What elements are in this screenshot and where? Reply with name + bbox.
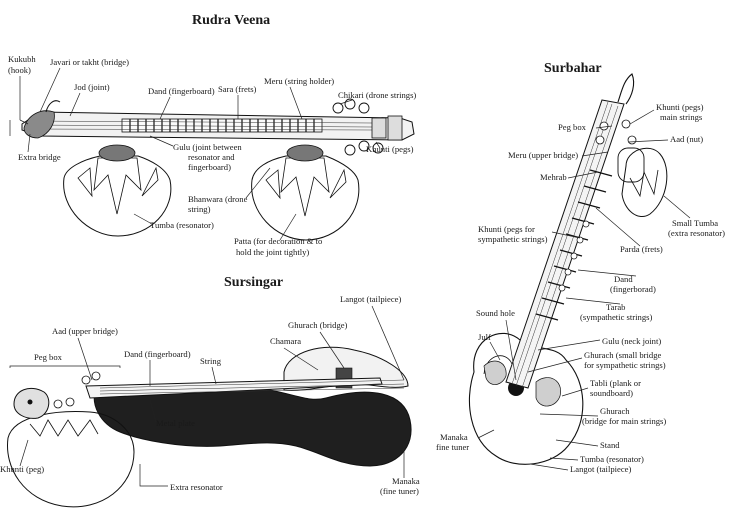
surbahar-mehrab-label: Mehrab — [540, 172, 567, 182]
rudra-left-resonator — [63, 144, 172, 237]
rudra-javari-label: Javari or takht (bridge) — [50, 57, 129, 67]
sursingar-peg-box-label: Peg box — [34, 352, 63, 362]
surbahar-small-tumba-label: Small Tumba — [672, 218, 718, 228]
surbahar: Surbahar — [436, 61, 725, 474]
rudra-veena-title: Rudra Veena — [192, 13, 270, 28]
sursingar-metal-plate-label: Metal plate — [156, 418, 195, 428]
surbahar-leader-lines — [477, 109, 691, 471]
rudra-leader-lines — [9, 67, 381, 241]
sursingar-ghurach-label: Ghurach (bridge) — [288, 320, 348, 330]
sursingar: Sursingar Langot (tailpiece) Ghurac — [0, 275, 420, 508]
rudra-gulu-line3: fingerboard) — [188, 162, 231, 172]
rudra-pegs — [332, 98, 384, 156]
rudra-kukubh-note: (hook) — [8, 65, 31, 75]
sursingar-dand-label: Dand (fingerboard) — [124, 349, 191, 359]
surbahar-aad-label: Aad (nut) — [670, 134, 703, 144]
sursingar-title: Sursingar — [224, 275, 283, 290]
surbahar-manaka-label: Manaka — [440, 432, 468, 442]
rudra-tumba-label: Tumba (resonator) — [150, 220, 214, 230]
surbahar-langot-label: Langot (tailpiece) — [570, 464, 631, 474]
surbahar-neck — [505, 73, 645, 389]
sursingar-manaka-line2: (fine tuner) — [380, 486, 419, 496]
surbahar-small-tumba-line2: (extra resonator) — [668, 228, 725, 238]
rudra-head-ornament — [23, 100, 61, 139]
surbahar-khunti-main-line2: main strings — [660, 112, 703, 122]
surbahar-dand-line2: (fingerborad) — [610, 284, 656, 294]
surbahar-khunti-main-label: Khunti (pegs) — [656, 102, 704, 112]
rudra-bhanwara-line2: string) — [188, 204, 211, 214]
surbahar-tarab-label: Tarab — [606, 302, 625, 312]
surbahar-tabli-label: Tabli (plank or — [590, 378, 641, 388]
sursingar-khunti-label: Khunti (peg) — [0, 464, 44, 474]
rudra-fingerboard — [21, 111, 415, 141]
surbahar-ghurach-main-line2: (bridge for main strings) — [582, 416, 666, 426]
surbahar-khunti-symp-line2: sympathetic strings) — [478, 234, 548, 244]
rudra-right-resonator — [251, 144, 360, 241]
surbahar-ghurach-small-line2: for sympathetic strings) — [584, 360, 666, 370]
sursingar-langot-label: Langot (tailpiece) — [340, 294, 401, 304]
rudra-jod-label: Jod (joint) — [74, 82, 110, 92]
surbahar-khunti-symp-label: Khunti (pegs for — [478, 224, 535, 234]
surbahar-stand-label: Stand — [600, 440, 620, 450]
rudra-extra-bridge-label: Extra bridge — [18, 152, 61, 162]
rudra-dand-label: Dand (fingerboard) — [148, 86, 215, 96]
surbahar-peg-box-label: Peg box — [558, 122, 587, 132]
surbahar-ghurach-small-label: Ghurach (small bridge — [584, 350, 662, 360]
rudra-bhanwara-label: Bhanwara (drone — [188, 194, 248, 204]
rudra-meru-label: Meru (string holder) — [264, 76, 334, 86]
sursingar-leader-lines — [9, 305, 405, 487]
sursingar-aad-label: Aad (upper bridge) — [52, 326, 118, 336]
surbahar-ghurach-main-label: Ghurach — [600, 406, 630, 416]
rudra-kukubh-label: Kukubh — [8, 54, 36, 64]
surbahar-tarab-line2: (sympathetic strings) — [580, 312, 652, 322]
rudra-veena: Rudra Veena — [8, 13, 416, 257]
surbahar-julf-label: Julf — [478, 332, 491, 342]
surbahar-sound-hole-label: Sound hole — [476, 308, 515, 318]
rudra-patta-line2: hold the joint tightly) — [236, 247, 309, 257]
surbahar-title: Surbahar — [544, 61, 602, 76]
rudra-chikari-label: Chikari (drone strings) — [338, 90, 416, 100]
surbahar-dand-label: Dand — [614, 274, 633, 284]
rudra-khunti-label: Khunti (pegs) — [366, 144, 414, 154]
sursingar-string-label: String — [200, 356, 222, 366]
sursingar-extra-resonator-label: Extra resonator — [170, 482, 223, 492]
sursingar-body — [93, 346, 412, 467]
surbahar-small-tumba — [621, 147, 668, 217]
sursingar-extra-resonator — [7, 411, 135, 508]
surbahar-pegs — [558, 119, 637, 292]
surbahar-tabli-line2: soundboard) — [590, 388, 633, 398]
surbahar-parda-label: Parda (frets) — [620, 244, 663, 254]
surbahar-manaka-line2: fine tuner — [436, 442, 469, 452]
rudra-sara-label: Sara (frets) — [218, 84, 257, 94]
surbahar-tumba-label: Tumba (resonator) — [580, 454, 644, 464]
sursingar-chamara-label: Chamara — [270, 336, 301, 346]
surbahar-meru-label: Meru (upper bridge) — [508, 150, 578, 160]
rudra-gulu-label: Gulu (joint between — [173, 142, 242, 152]
rudra-gulu-line2: resonator and — [188, 152, 235, 162]
sursingar-neck — [13, 371, 405, 419]
rudra-patta-label: Patta (for decoration & to — [234, 236, 322, 246]
surbahar-gulu-label: Gulu (neck joint) — [602, 336, 661, 346]
sursingar-manaka-label: Manaka — [392, 476, 420, 486]
